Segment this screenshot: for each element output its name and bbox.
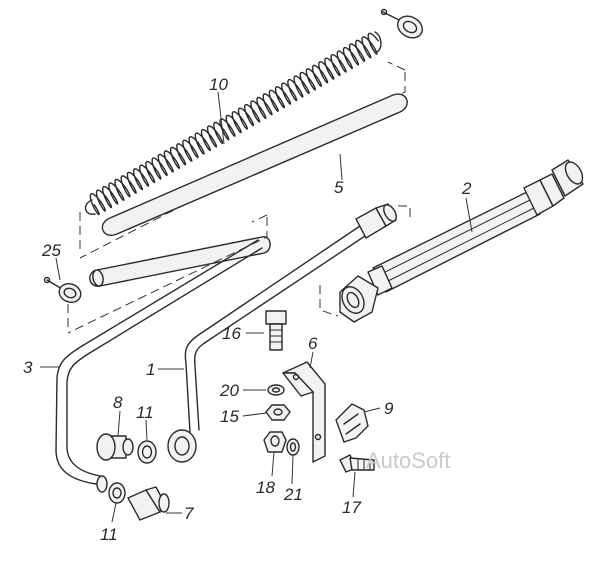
union-fitting-part-7 — [127, 486, 170, 521]
washer-part-11-upper — [137, 440, 157, 464]
label-part-6: 6 — [308, 334, 318, 353]
label-part-9: 9 — [384, 399, 394, 418]
label-part-18: 18 — [256, 478, 275, 497]
bent-tube-part-1 — [167, 203, 397, 463]
label-part-10: 10 — [209, 75, 228, 94]
bent-tube-part-3 — [55, 239, 263, 493]
washer-part-11-lower — [108, 482, 126, 504]
hose-clamp-part-25 — [43, 276, 82, 303]
flexible-hose-part-2 — [339, 159, 584, 323]
clip-part-9 — [335, 403, 369, 443]
label-part-3: 3 — [23, 358, 33, 377]
label-part-1: 1 — [146, 360, 155, 379]
label-part-11-upper: 11 — [136, 403, 154, 422]
label-part-15: 15 — [220, 407, 239, 426]
nut-part-18 — [263, 431, 287, 453]
dashed-bracket-hose — [319, 285, 339, 317]
dashed-bracket-fitting — [398, 205, 411, 222]
watermark: AutoSoft — [366, 448, 450, 473]
label-part-16: 16 — [222, 324, 241, 343]
coil-spring-part-10 — [84, 31, 382, 216]
sleeve-tube-part-5 — [101, 93, 408, 236]
label-part-21: 21 — [283, 485, 303, 504]
bolt-part-17 — [339, 454, 375, 473]
hose-clamp-top — [380, 8, 424, 39]
label-part-8: 8 — [113, 393, 123, 412]
label-part-17: 17 — [342, 498, 361, 517]
dashed-bracket-upper — [79, 72, 406, 259]
label-part-5: 5 — [334, 178, 344, 197]
dashed-bracket-lower — [67, 217, 268, 334]
lock-washer-part-21 — [286, 438, 300, 456]
label-part-20: 20 — [219, 381, 239, 400]
washer-part-20 — [267, 384, 285, 396]
sleeve-tube-lower — [89, 236, 271, 287]
label-part-2: 2 — [461, 179, 472, 198]
bolt-part-16 — [265, 310, 287, 351]
label-part-7: 7 — [184, 504, 194, 523]
leader-lines — [40, 91, 473, 523]
plug-bolt-part-8 — [96, 433, 134, 461]
label-part-25: 25 — [41, 241, 61, 260]
nut-part-15 — [265, 404, 291, 421]
label-part-11-lower: 11 — [100, 525, 118, 544]
